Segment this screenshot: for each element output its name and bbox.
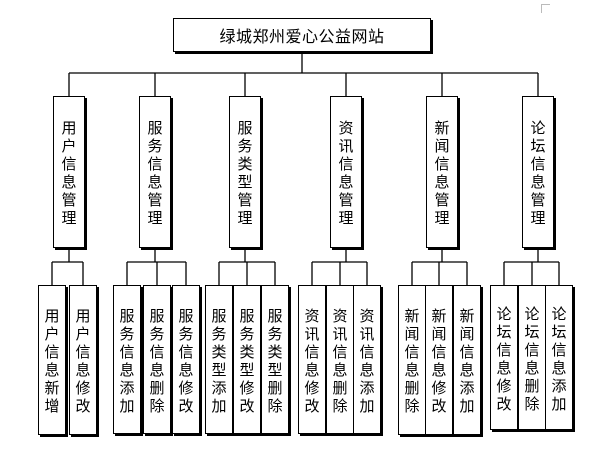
function-box: 新闻信息删除 — [398, 285, 426, 435]
function-box-label: 论坛信息删除 — [524, 304, 540, 413]
function-box-label: 论坛信息添加 — [551, 304, 567, 413]
function-box-label: 新闻信息删除 — [404, 307, 420, 415]
function-box: 服务类型添加 — [205, 285, 233, 434]
root-node: 绿城郑州爱心公益网站 — [173, 18, 431, 52]
function-box-label: 服务类型添加 — [211, 306, 227, 415]
function-box: 论坛信息修改 — [490, 285, 518, 430]
module-box-label: 服务类型管理 — [237, 119, 253, 227]
function-box-label: 资讯信息添加 — [359, 306, 375, 415]
function-box-label: 服务信息添加 — [119, 306, 135, 415]
module-box: 论坛信息管理 — [522, 96, 554, 248]
corner-mark — [541, 4, 550, 13]
function-box-label: 用户信息修改 — [75, 307, 91, 415]
function-box-label: 论坛信息修改 — [496, 304, 512, 413]
function-box: 论坛信息添加 — [545, 285, 573, 430]
function-box: 资讯信息添加 — [353, 285, 381, 434]
root-title: 绿城郑州爱心公益网站 — [219, 27, 385, 46]
function-box-label: 服务类型删除 — [267, 306, 283, 415]
module-box: 新闻信息管理 — [426, 96, 458, 248]
module-box-label: 论坛信息管理 — [530, 119, 546, 227]
function-box: 新闻信息修改 — [425, 285, 453, 435]
module-box-label: 资讯信息管理 — [338, 119, 354, 227]
function-box: 服务类型修改 — [233, 285, 261, 434]
function-box-label: 服务类型修改 — [239, 306, 255, 415]
module-box: 资讯信息管理 — [330, 96, 362, 248]
module-box-label: 用户信息管理 — [61, 119, 77, 227]
module-box: 用户信息管理 — [53, 96, 85, 248]
function-box: 新闻信息添加 — [453, 285, 481, 435]
module-box: 服务信息管理 — [139, 96, 171, 248]
function-box: 服务信息修改 — [172, 285, 200, 434]
function-box: 服务信息添加 — [113, 285, 141, 434]
function-box: 服务信息删除 — [143, 285, 171, 434]
function-box-label: 资讯信息修改 — [304, 306, 320, 415]
function-box: 论坛信息删除 — [518, 285, 546, 430]
function-box-label: 服务信息删除 — [149, 306, 165, 415]
function-box-label: 服务信息修改 — [178, 306, 194, 415]
function-box: 资讯信息删除 — [326, 285, 354, 434]
function-box: 服务类型删除 — [261, 285, 289, 434]
module-box-label: 新闻信息管理 — [434, 119, 450, 227]
function-box-label: 新闻信息添加 — [459, 307, 475, 415]
function-box: 资讯信息修改 — [298, 285, 326, 434]
function-box: 用户信息修改 — [69, 285, 97, 435]
module-box-label: 服务信息管理 — [147, 119, 163, 227]
function-box-label: 资讯信息删除 — [332, 306, 348, 415]
function-box-label: 用户信息新增 — [44, 307, 60, 415]
function-box-label: 新闻信息修改 — [431, 307, 447, 415]
module-box: 服务类型管理 — [229, 96, 261, 248]
function-box: 用户信息新增 — [38, 285, 66, 435]
